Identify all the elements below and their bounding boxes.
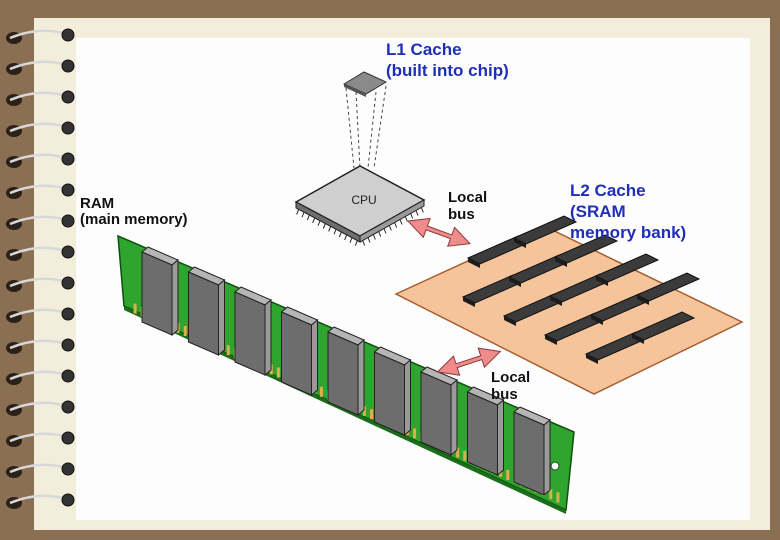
l1-cache-title: L1 Cache — [386, 40, 462, 59]
cpu-label: CPU — [351, 193, 376, 207]
cpu-chip-icon — [294, 165, 426, 246]
local-bus-label-lower-line2: bus — [491, 386, 518, 403]
l2-cache-subtitle-line2: memory bank) — [570, 223, 687, 242]
l2-cache-subtitle-line1: (SRAM — [570, 202, 626, 221]
spiral-binding-icon — [6, 28, 75, 509]
ram-module-icon — [117, 234, 575, 514]
ram-title: RAM — [80, 195, 115, 212]
local-bus-label-upper-line2: bus — [448, 206, 475, 223]
local-bus-arrow-upper-icon — [406, 217, 472, 247]
local-bus-label-upper-line1: Local — [448, 189, 488, 206]
l1-cache-subtitle: (built into chip) — [386, 61, 509, 80]
local-bus-label-lower-line1: Local — [491, 369, 531, 386]
l1-cache-icon — [342, 71, 388, 169]
l2-cache-board-icon — [394, 215, 744, 395]
l2-cache-title: L2 Cache — [570, 181, 646, 200]
ram-subtitle: (main memory) — [80, 211, 188, 228]
local-bus-arrow-lower-icon — [436, 347, 502, 376]
